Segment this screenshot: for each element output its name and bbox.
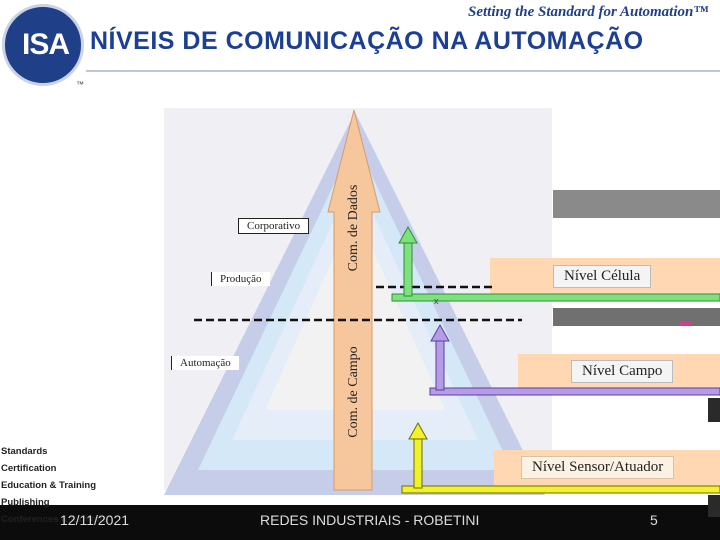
cell-bus [391, 293, 720, 302]
page-number: 5 [650, 512, 658, 528]
page-title: NÍVEIS DE COMUNICAÇÃO NA AUTOMAÇÃO [90, 27, 644, 55]
pyramid-label-automacao: Automação [171, 356, 239, 370]
pink-mark [679, 322, 691, 325]
dark-block-right [708, 398, 720, 422]
pyramid-label-producao: Produção [211, 272, 270, 286]
tagline: Setting the Standard for Automation™ [468, 4, 709, 20]
sidebar-item-publishing: Publishing [1, 497, 50, 508]
central-arrow [327, 109, 381, 491]
data-comm-label: Com. de Dados [346, 184, 361, 272]
isa-logo [2, 4, 84, 86]
field-arrowhead [430, 323, 450, 342]
footer-center-text: REDES INDUSTRIAIS - ROBETINI [260, 512, 480, 528]
sidebar-item-standards: Standards [1, 446, 48, 457]
cell-arrowhead [398, 225, 418, 244]
sidebar-item-education: Education & Training [1, 480, 97, 491]
field-riser [435, 339, 445, 391]
footer-date: 12/11/2021 [60, 512, 130, 528]
logo-text: ISA [22, 28, 70, 61]
header-rule [86, 70, 720, 72]
x-mark: x [434, 296, 439, 306]
sensor-bus [401, 485, 720, 494]
level-cell-label: Nível Célula [553, 265, 652, 288]
field-comm-label: Com. de Campo [346, 346, 361, 438]
field-bus [429, 387, 720, 396]
gray-bar-top [553, 190, 720, 218]
gray-bar-mid [553, 308, 720, 326]
cell-riser [403, 241, 413, 297]
level-field-label: Nível Campo [571, 360, 674, 383]
sensor-arrowhead [408, 421, 428, 440]
sensor-riser [413, 437, 423, 489]
level-sensor-label: Nível Sensor/Atuador [521, 456, 675, 479]
dark-block-bottom [708, 495, 720, 517]
sidebar-item-conferences: Conferences & Exhibits [1, 514, 108, 525]
sidebar-item-certification: Certification [1, 463, 57, 474]
footer-band [0, 505, 720, 540]
trademark-mark: ™ [76, 80, 84, 89]
pyramid-label-corporativo: Corporativo [238, 218, 310, 234]
